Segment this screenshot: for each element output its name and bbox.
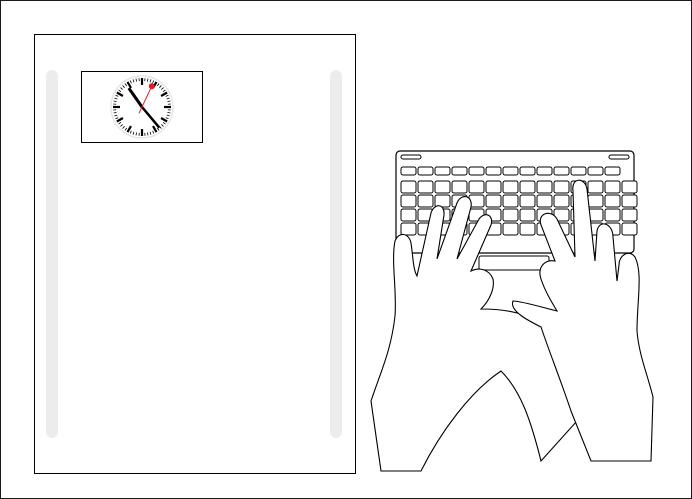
keyboard-key [418,181,433,193]
keyboard-key [588,167,603,175]
clock-widget[interactable] [81,71,203,143]
keyboard-key [588,181,603,193]
keyboard-key [401,195,416,207]
keyboard-key [503,167,518,175]
keyboard-key [452,167,467,175]
analog-clock-icon [82,72,202,142]
keyboard-key [554,195,569,207]
keyboard-indicator [609,155,629,159]
keyboard-key [503,209,518,221]
keyboard-key [622,209,637,221]
keyboard-key [622,181,637,193]
keyboard-key [401,223,416,235]
keyboard-key [588,195,603,207]
keyboard-key [503,195,518,207]
keyboard-key [520,195,535,207]
keyboard-key [418,167,433,175]
keyboard-key [469,181,484,193]
keyboard-key [554,167,569,175]
keyboard-key [401,209,416,221]
keyboard-key [486,167,501,175]
right-scroll-track[interactable] [330,70,342,438]
keyboard-key [520,223,535,235]
keyboard-key [537,167,552,175]
keyboard-key [435,181,450,193]
keyboard-key [486,195,501,207]
keyboard-key [520,209,535,221]
keyboard-key [469,167,484,175]
device-screen [34,34,356,474]
keyboard-key [452,181,467,193]
keyboard-key [503,181,518,193]
keyboard-key [537,181,552,193]
keyboard-key [401,181,416,193]
keyboard-key [605,181,620,193]
keyboard-key [520,167,535,175]
keyboard-key [486,181,501,193]
keyboard-key [571,167,586,175]
keyboard-key [418,195,433,207]
keyboard-key [537,195,552,207]
keyboard-key [520,181,535,193]
keyboard-key [435,167,450,175]
keyboard-key [605,209,620,221]
keyboard-key [605,195,620,207]
keyboard-indicator [401,155,421,159]
hands-typing-on-keyboard-illustration [361,141,661,481]
keyboard-key [401,167,416,175]
keyboard-key [554,181,569,193]
keyboard-key [605,167,620,175]
left-scroll-track[interactable] [46,70,58,438]
keyboard-key [622,223,637,235]
keyboard-key [622,195,637,207]
keyboard-key [503,223,518,235]
keyboard-key [435,195,450,207]
